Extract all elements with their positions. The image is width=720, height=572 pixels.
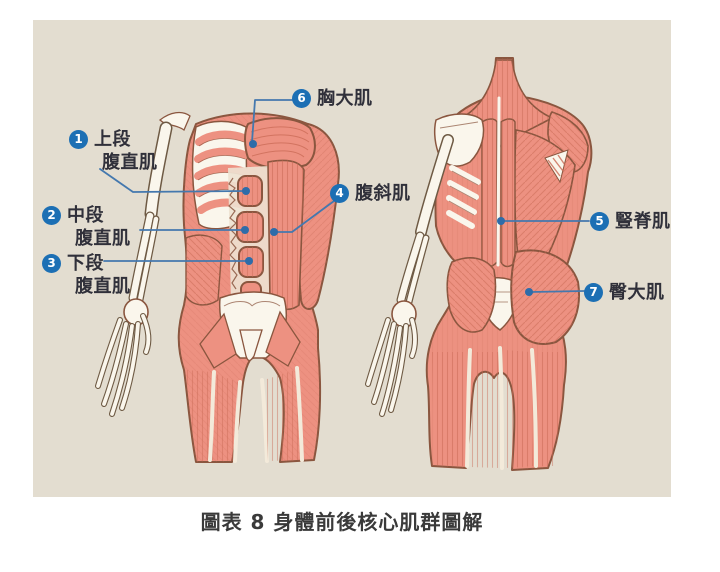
badge-5: 5	[590, 212, 609, 231]
label-text: 下段 腹直肌	[67, 253, 131, 297]
badge-4: 4	[330, 184, 349, 203]
label-obliques: 4 腹斜肌	[330, 182, 411, 205]
figure-caption: 圖表 8 身體前後核心肌群圖解	[200, 510, 484, 534]
badge-3: 3	[42, 254, 61, 273]
label-text: 中段 腹直肌	[67, 205, 131, 249]
label-erector-spinae: 5 豎脊肌	[590, 210, 671, 233]
label-text: 腹斜肌	[355, 183, 411, 204]
label-upper-rectus-abdominis: 1 上段 腹直肌	[69, 128, 158, 174]
label-lower-rectus-abdominis: 3 下段 腹直肌	[42, 252, 131, 298]
label-gluteus-maximus: 7 臀大肌	[584, 281, 665, 304]
badge-7: 7	[584, 283, 603, 302]
label-middle-rectus-abdominis: 2 中段 腹直肌	[42, 204, 131, 250]
label-pectoralis-major: 6 胸大肌	[292, 87, 373, 110]
label-text: 豎脊肌	[615, 211, 671, 232]
label-text: 臀大肌	[609, 282, 665, 303]
label-text: 上段 腹直肌	[94, 129, 158, 173]
badge-1: 1	[69, 130, 88, 149]
badge-6: 6	[292, 89, 311, 108]
badge-2: 2	[42, 206, 61, 225]
label-text: 胸大肌	[317, 88, 373, 109]
